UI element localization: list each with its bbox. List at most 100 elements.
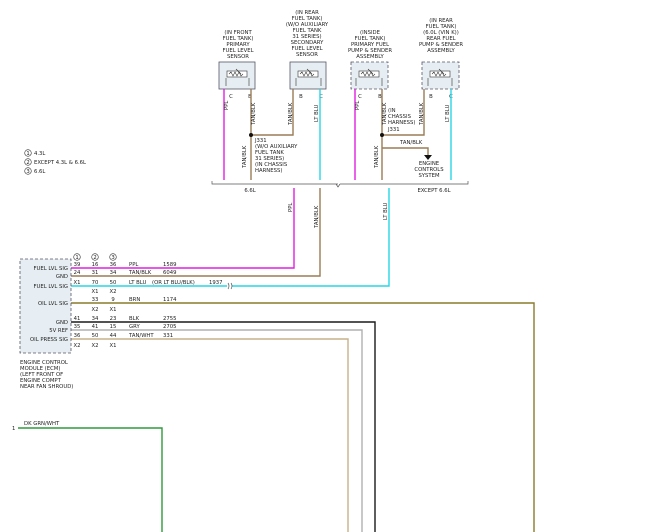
sensor-title-line: (IN REAR	[295, 10, 319, 16]
sensor-title-line: PUMP & SENDER	[348, 48, 392, 54]
legend-item: 2 EXCEPT 4.3L & 6.6L	[24, 158, 86, 166]
column-headers: 1 2 3	[73, 253, 117, 261]
pin-label: B	[299, 94, 303, 100]
sensor-title-line: ASSEMBLY	[427, 48, 455, 54]
svg-text:41: 41	[74, 316, 81, 322]
wire-label: PPL	[224, 101, 230, 110]
splice-j331	[380, 133, 384, 137]
sensor-title-line: PUMP & SENDER	[419, 42, 463, 48]
wire-tan-wht	[71, 338, 349, 532]
sensor-title-line: FUEL TANK)	[426, 24, 457, 30]
wire-label: TAN/BLK	[314, 205, 320, 229]
wire-label: TAN/BLK	[382, 102, 388, 126]
engine-controls-system: ENGINE CONTROLS SYSTEM	[414, 161, 444, 179]
ecm-label-line: ENGINE COMPT	[20, 378, 62, 384]
legend-text: 4.3L	[34, 151, 45, 157]
svg-text:31: 31	[92, 270, 99, 276]
sensor-title-line: (IN REAR	[429, 18, 453, 24]
svg-text:X1: X1	[92, 289, 99, 295]
svg-text:36: 36	[110, 262, 117, 268]
upper-wires	[223, 89, 452, 180]
section-label: EXCEPT 6.6L	[417, 188, 450, 194]
ecm-pin: GND	[56, 274, 68, 280]
sensor-title-line: SENSOR	[227, 54, 249, 60]
ecm-label-line: ENGINE CONTROL	[20, 360, 68, 366]
wire-tan-blk	[382, 89, 425, 136]
wire-label: PPL	[355, 101, 361, 110]
svg-text:(OR LT BLU/BLK): (OR LT BLU/BLK)	[152, 280, 195, 286]
note-line: ENGINE	[419, 161, 440, 167]
svg-text:39: 39	[74, 262, 81, 268]
note-line: HARNESS)	[255, 168, 282, 174]
splice-note-right: (IN CHASSIS HARNESS) J331 TAN/BLK	[387, 108, 423, 146]
wire-label: TAN/BLK	[288, 102, 294, 126]
section-bracket	[211, 181, 469, 185]
arrow-icon	[424, 155, 432, 160]
note-line: CONTROLS	[414, 167, 444, 173]
wire-gry	[71, 329, 363, 532]
legend-num: 2	[26, 160, 29, 166]
svg-text:50: 50	[92, 333, 99, 339]
wire-label: TAN/BLK	[251, 102, 257, 126]
legend: 1 4.3L 2 EXCEPT 4.3L & 6.6L 3 6.6L	[24, 149, 86, 175]
fuel-pump-sender-assembly-primary	[350, 61, 389, 90]
note-line: (IN CHASSIS	[255, 162, 288, 168]
svg-text:70: 70	[92, 280, 99, 286]
sensor-title-line: ASSEMBLY	[356, 54, 384, 60]
svg-text:33: 33	[92, 297, 99, 303]
wire-dk-grn-wht	[18, 427, 163, 532]
sensor-title-line: SECONDARY	[291, 40, 324, 46]
column-header: 1	[75, 255, 78, 261]
sensor-title-line: FUEL TANK)	[292, 16, 323, 22]
sensor-title-line: (W/O AUXILIARY	[286, 22, 329, 28]
wire-label: TAN/BLK	[374, 145, 380, 169]
splice-note-left: J331 (W/O AUXILIARY FUEL TANK 31 SERIES)…	[254, 138, 298, 174]
wire-tan-blk	[71, 188, 321, 277]
wire-brn	[71, 302, 535, 532]
legend-item: 1 4.3L	[24, 149, 45, 157]
svg-text:GRY: GRY	[129, 324, 140, 330]
legend-item: 3 6.6L	[24, 167, 45, 175]
wire-lt-blu	[232, 188, 390, 287]
ecm-pin: FUEL LVL SIG	[33, 284, 68, 290]
ecm-label-line: (LEFT FRONT OF	[20, 372, 63, 378]
svg-text:23: 23	[110, 316, 117, 322]
sensor-title-line: PRIMARY	[226, 42, 250, 48]
legend-text: 6.6L	[34, 169, 45, 175]
sensor-title: (IN REAR FUEL TANK) (6.0L (VIN K)) REAR …	[419, 18, 463, 54]
sensor-title-line: FUEL TANK	[293, 28, 322, 34]
sensor-title-line: FUEL TANK)	[355, 36, 386, 42]
note-line: HARNESS)	[388, 120, 415, 126]
fuel-pump-sender-assembly-rear	[421, 61, 460, 90]
ecm-wires	[18, 188, 535, 532]
svg-text:34: 34	[110, 270, 117, 276]
ecm-label-line: MODULE (ECM)	[20, 366, 60, 372]
svg-text:2705: 2705	[163, 324, 176, 330]
svg-text:24: 24	[74, 270, 81, 276]
pin-label: B	[429, 94, 433, 100]
svg-text:44: 44	[110, 333, 117, 339]
svg-text:9: 9	[111, 297, 114, 303]
connector-break-icon	[227, 282, 233, 290]
ecm-pin: GND	[56, 320, 68, 326]
sensor-title-line: FUEL LEVEL	[291, 46, 322, 52]
wire-number: 1	[12, 426, 15, 432]
svg-text:X2: X2	[110, 289, 117, 295]
wire-label: DK GRN/WHT	[24, 421, 60, 427]
svg-text:X1: X1	[110, 343, 117, 349]
note-line: 31 SERIES)	[255, 156, 284, 162]
svg-text:50: 50	[110, 280, 117, 286]
svg-text:PPL: PPL	[129, 262, 138, 268]
wire-label: PPL	[288, 203, 294, 212]
pin-label: B	[248, 94, 252, 100]
sensor-title-line: PRIMARY FUEL	[351, 42, 389, 48]
wire-ppl	[71, 188, 295, 269]
note-line: (IN	[388, 108, 396, 114]
svg-text:TAN/WHT: TAN/WHT	[128, 333, 154, 339]
